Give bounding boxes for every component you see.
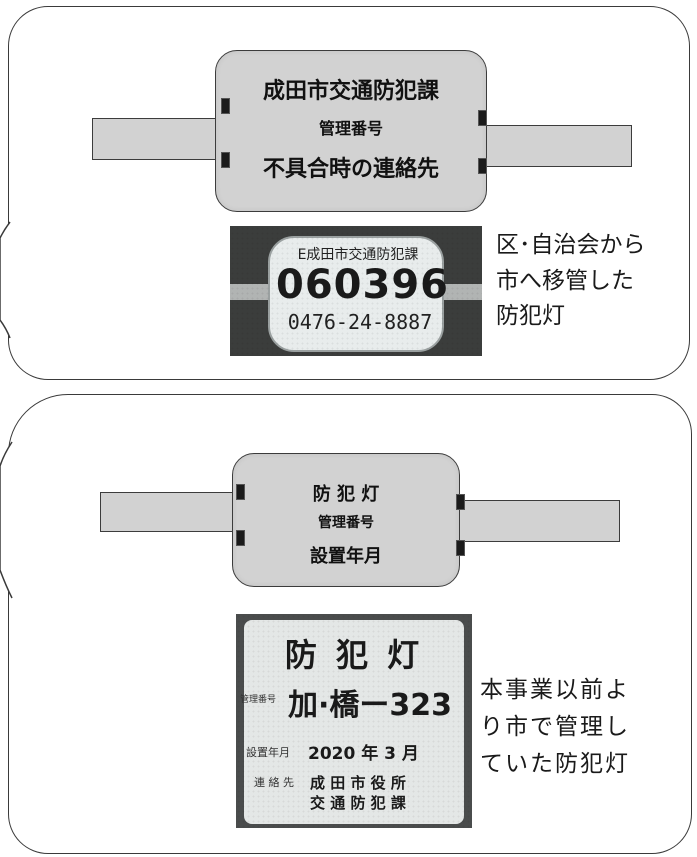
tag-slot xyxy=(236,530,245,546)
plate-phone: 0476-24-8887 xyxy=(287,310,433,334)
plate-row3-value-1: 成 田 市 役 所 xyxy=(310,774,406,792)
plate-row1-value: 加·橋ー323 xyxy=(288,688,453,723)
plate-title: 防 犯 灯 xyxy=(284,636,424,674)
tag-strap-left xyxy=(92,118,224,160)
plate-header: E成田市交通防犯課 xyxy=(297,247,419,263)
caption-line-1: 本事業以前よ xyxy=(480,677,630,703)
caption-line-3: 防犯灯 xyxy=(496,303,565,330)
plate-row2-value: 2020 年 3 月 xyxy=(308,744,419,764)
tag-slot xyxy=(221,152,230,168)
caption-line-2: り市で管理し xyxy=(480,713,630,740)
photo-legacy-plate: 防 犯 灯 管理番号 加·橋ー323 設置年月 2020 年 3 月 連 絡 先… xyxy=(236,614,472,828)
tag-slot xyxy=(456,540,465,556)
tag-line-1: 防 犯 灯 xyxy=(312,484,380,505)
tag-diagram-crime-prevention-light: 防 犯 灯 管理番号 設置年月 xyxy=(232,453,460,587)
photo-city-plate: E成田市交通防犯課 060396 0476-24-8887 xyxy=(230,226,482,356)
plate-row3-value-2: 交 通 防 犯 課 xyxy=(310,794,406,812)
caption-transferred-lights: 区･自治会から 市へ移管した 防犯灯 xyxy=(496,228,646,335)
plate-row1-label: 管理番号 xyxy=(240,695,277,705)
tag-slot xyxy=(236,484,245,500)
tag-strap-left xyxy=(100,492,242,532)
callout-pointer xyxy=(0,441,13,599)
tag-diagram-city-label: 成田市交通防犯課 管理番号 不具合時の連絡先 xyxy=(215,50,487,212)
caption-line-2: 市へ移管した xyxy=(496,267,634,294)
plate-row2-label: 設置年月 xyxy=(246,746,290,759)
callout-pointer xyxy=(0,221,11,339)
tag-line-2: 管理番号 xyxy=(318,515,374,531)
caption-line-1: 区･自治会から xyxy=(496,232,646,258)
tag-line-3: 不具合時の連絡先 xyxy=(262,156,439,182)
tag-strap-right xyxy=(480,125,632,167)
plate-number: 060396 xyxy=(276,262,449,308)
tag-slot xyxy=(478,158,487,174)
tag-strap-right xyxy=(458,500,620,542)
tag-slot xyxy=(221,98,230,114)
tag-slot xyxy=(456,494,465,510)
tag-line-2: 管理番号 xyxy=(318,119,383,138)
tag-line-1: 成田市交通防犯課 xyxy=(262,78,439,104)
tag-line-3: 設置年月 xyxy=(310,546,382,567)
caption-line-3: ていた防犯灯 xyxy=(480,750,630,777)
caption-city-managed-lights: 本事業以前よ り市で管理し ていた防犯灯 xyxy=(480,672,630,782)
plate-row3-label: 連 絡 先 xyxy=(254,776,294,789)
tag-slot xyxy=(478,110,487,126)
